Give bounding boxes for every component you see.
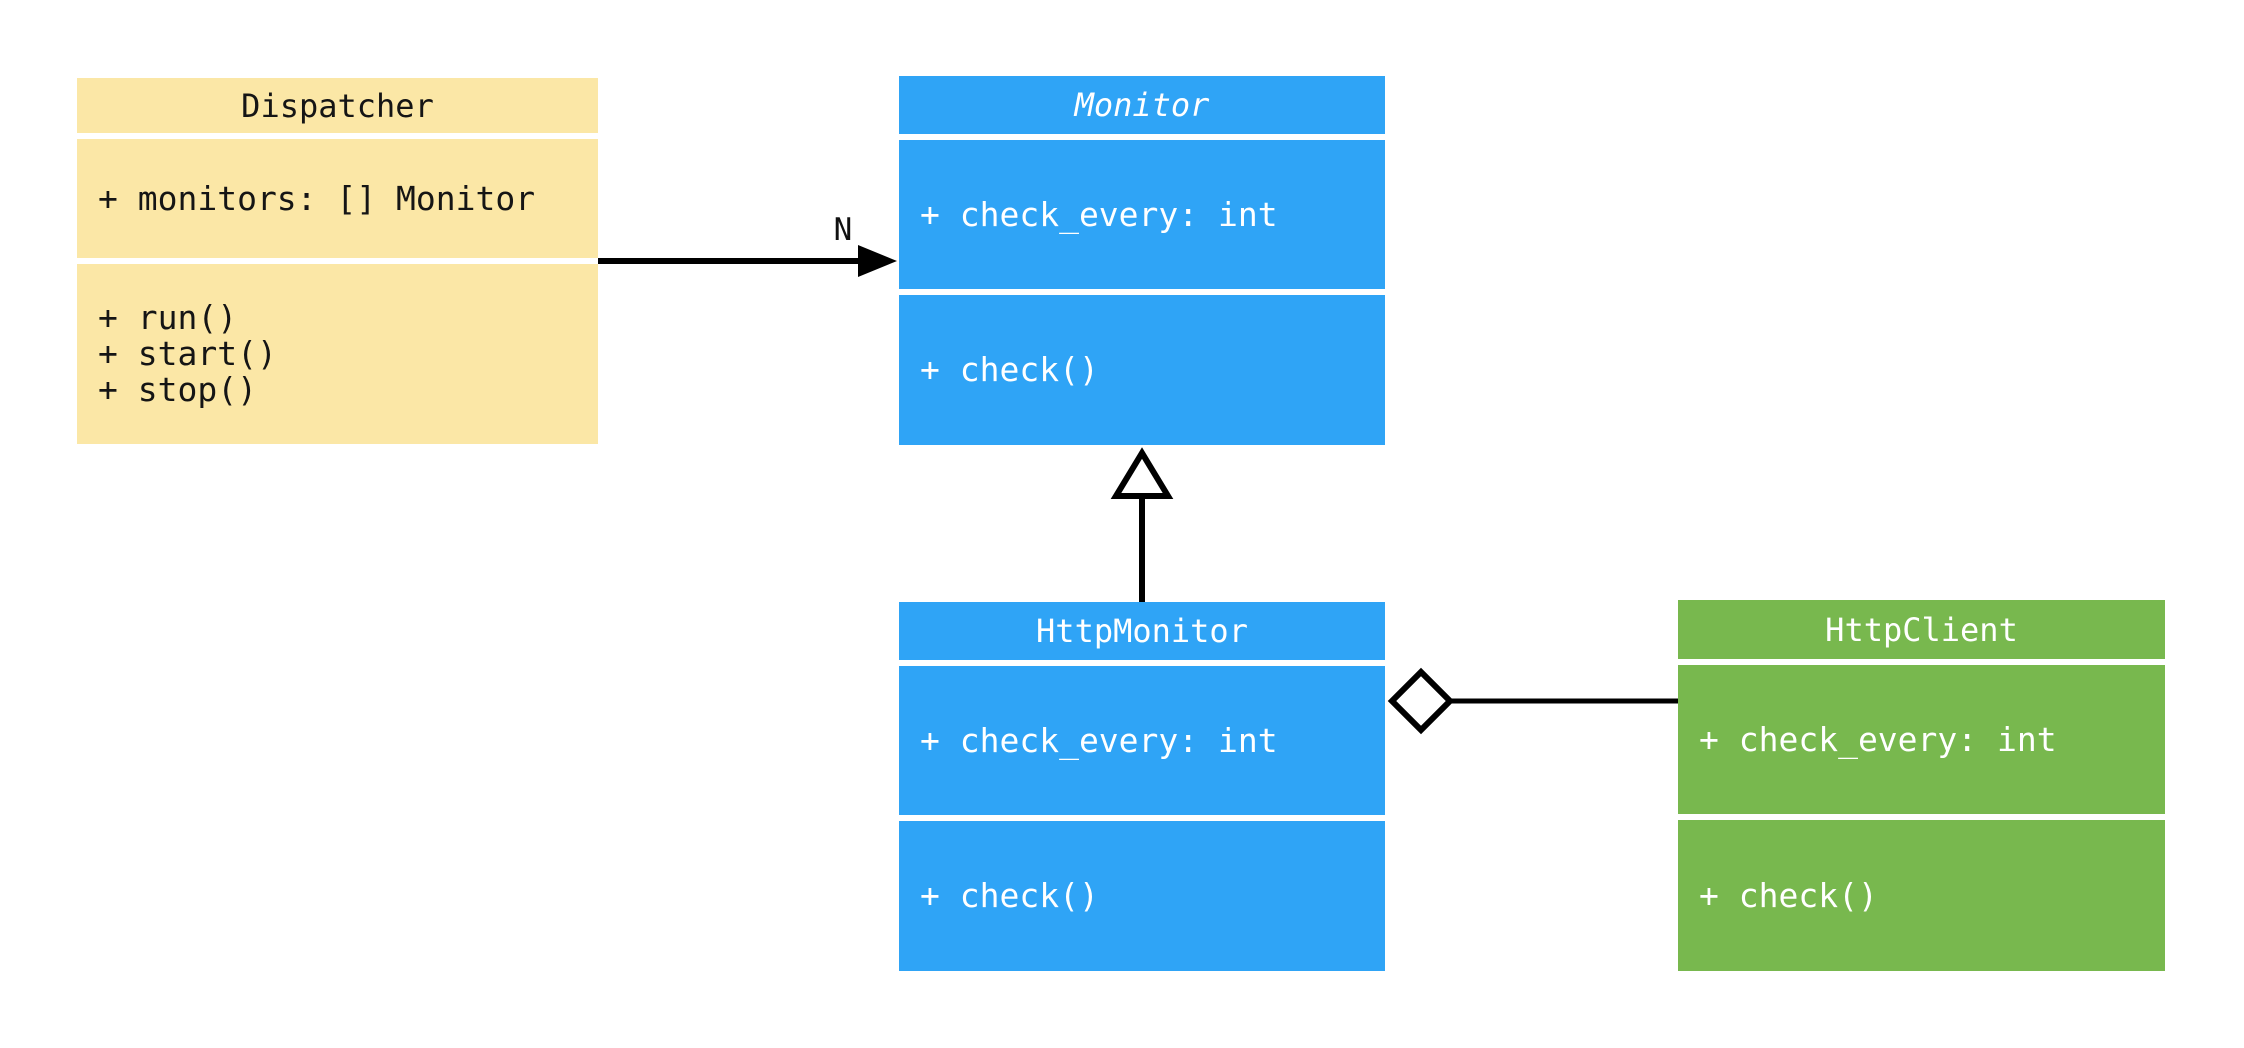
class-title-httpclient: HttpClient	[1678, 600, 2165, 659]
class-attributes-httpclient: + check_every: int	[1678, 665, 2165, 814]
class-methods-dispatcher: + run() + start() + stop()	[77, 264, 598, 444]
method: + start()	[98, 334, 277, 373]
class-methods-httpclient: + check()	[1678, 820, 2165, 971]
class-methods-monitor: + check()	[899, 295, 1385, 445]
method: + stop()	[98, 370, 257, 409]
multiplicity-label: N	[834, 212, 853, 248]
class-attributes-httpmonitor: + check_every: int	[899, 666, 1385, 815]
filled-arrowhead-icon	[858, 245, 897, 277]
attribute: + check_every: int	[920, 194, 1278, 234]
inheritance-httpmonitor-monitor	[1110, 447, 1174, 602]
class-attributes-monitor: + check_every: int	[899, 140, 1385, 289]
association-dispatcher-monitor: N	[598, 212, 897, 277]
attribute: + check_every: int	[920, 720, 1278, 760]
attribute: + monitors: [] Monitor	[98, 178, 536, 218]
class-title-httpmonitor: HttpMonitor	[899, 602, 1385, 660]
method: + check()	[920, 876, 1099, 915]
class-attributes-dispatcher: + monitors: [] Monitor	[77, 139, 598, 258]
class-title-monitor: Monitor	[899, 76, 1385, 134]
hollow-triangle-arrowhead-icon	[1110, 447, 1174, 499]
class-box-dispatcher: Dispatcher + monitors: [] Monitor + run(…	[77, 78, 598, 444]
class-title-dispatcher: Dispatcher	[77, 78, 598, 133]
method: + check()	[920, 350, 1099, 389]
class-box-httpclient: HttpClient + check_every: int + check()	[1678, 600, 2165, 971]
hollow-diamond-icon	[1387, 667, 1455, 735]
method: + run()	[98, 298, 238, 337]
aggregation-httpmonitor-httpclient	[1387, 667, 1678, 735]
class-methods-httpmonitor: + check()	[899, 821, 1385, 971]
attribute: + check_every: int	[1699, 719, 2057, 759]
class-box-monitor: Monitor + check_every: int + check()	[899, 76, 1385, 445]
method: + check()	[1699, 875, 1878, 915]
class-box-httpmonitor: HttpMonitor + check_every: int + check()	[899, 602, 1385, 971]
